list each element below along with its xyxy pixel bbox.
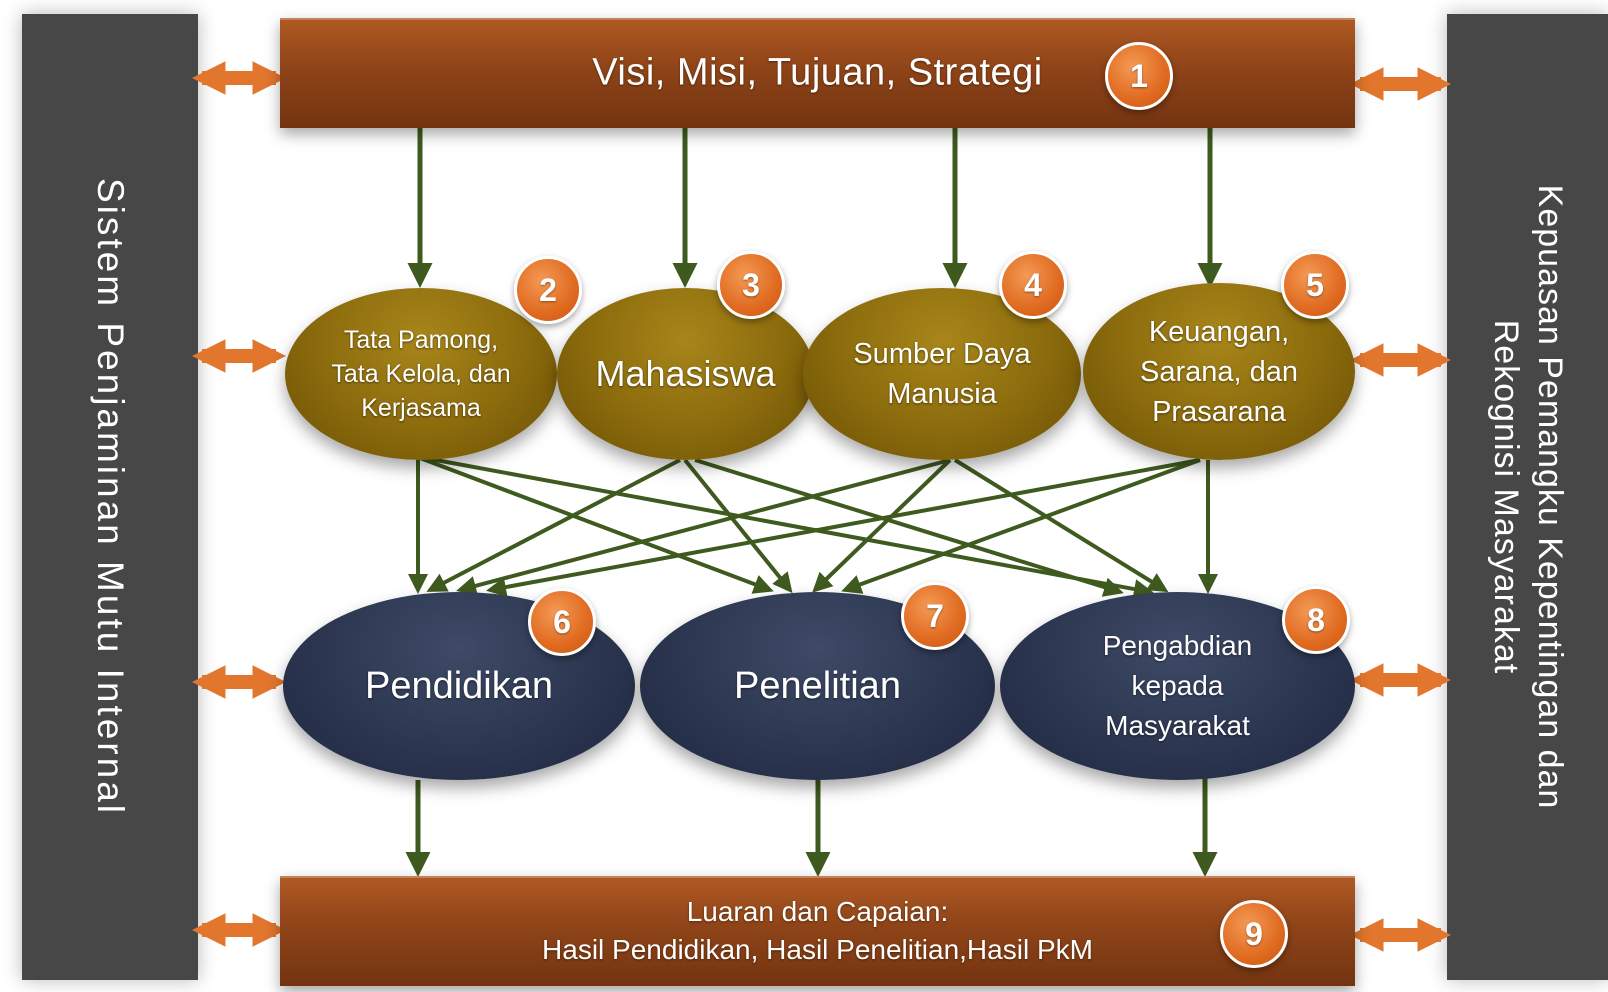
badge-5: 5 bbox=[1281, 251, 1349, 319]
badge-4: 4 bbox=[999, 251, 1067, 319]
badge-3: 3 bbox=[717, 251, 785, 319]
output-banner: Luaran dan Capaian: Hasil Pendidikan, Ha… bbox=[280, 876, 1355, 986]
node-research-label: Penelitian bbox=[734, 665, 901, 708]
node-community-service-label: Pengabdian kepada Masyarakat bbox=[1103, 626, 1252, 746]
node-finance-line-2: Sarana, dan bbox=[1139, 355, 1298, 388]
badge-7: 7 bbox=[901, 582, 969, 650]
node-finance-line-1: Keuangan, bbox=[1148, 315, 1290, 348]
output-banner-line-1: Luaran dan Capaian: bbox=[686, 896, 949, 927]
node-community-service-line-2: kepada bbox=[1131, 670, 1224, 701]
node-governance-line-1: Tata Pamong, bbox=[343, 326, 499, 354]
arrow-5-to-7 bbox=[841, 458, 1201, 594]
arrow-3-to-7 bbox=[683, 458, 793, 594]
node-governance: Tata Pamong, Tata Kelola, dan Kerjasama bbox=[285, 288, 557, 460]
vision-banner: Visi, Misi, Tujuan, Strategi 1 bbox=[280, 18, 1355, 128]
arrow-4-to-6 bbox=[456, 458, 951, 596]
node-community-service-line-3: Masyarakat bbox=[1105, 710, 1250, 741]
badge-9: 9 bbox=[1220, 900, 1288, 968]
node-education: Pendidikan bbox=[283, 592, 635, 780]
badge-6: 6 bbox=[528, 588, 596, 656]
output-banner-line-2: Hasil Pendidikan, Hasil Penelitian,Hasil… bbox=[542, 934, 1093, 965]
node-finance-line-3: Prasarana bbox=[1152, 395, 1286, 428]
node-students-line-1: Mahasiswa bbox=[595, 353, 776, 394]
output-banner-text: Luaran dan Capaian: Hasil Pendidikan, Ha… bbox=[280, 893, 1355, 969]
node-education-label: Pendidikan bbox=[365, 665, 553, 708]
arrow-3-to-8 bbox=[694, 458, 1124, 597]
arrow-4-to-7 bbox=[812, 458, 952, 593]
node-governance-line-2: Tata Kelola, dan bbox=[331, 360, 511, 388]
left-side-bar: Sistem Penjaminan Mutu Internal bbox=[22, 14, 198, 980]
node-students-label: Mahasiswa bbox=[595, 353, 775, 395]
node-human-resources-line-2: Manusia bbox=[887, 378, 997, 410]
node-human-resources-line-1: Sumber Daya bbox=[853, 338, 1031, 370]
node-students: Mahasiswa bbox=[557, 288, 814, 460]
badge-1: 1 bbox=[1105, 42, 1173, 110]
badge-8: 8 bbox=[1282, 586, 1350, 654]
node-education-line-1: Pendidikan bbox=[364, 664, 554, 707]
node-research-line-1: Penelitian bbox=[734, 664, 901, 707]
node-human-resources-label: Sumber Daya Manusia bbox=[853, 334, 1030, 414]
arrow-2-to-7 bbox=[419, 456, 774, 594]
arrow-5-to-6 bbox=[486, 458, 1201, 597]
node-governance-line-3: Kerjasama bbox=[361, 394, 481, 422]
arrow-3-to-6 bbox=[426, 458, 681, 592]
right-side-bar: Kepuasan Pemangku Kepentingan dan Rekogn… bbox=[1447, 14, 1608, 980]
node-community-service-line-1: Pengabdian bbox=[1102, 630, 1253, 661]
arrow-4-to-8 bbox=[953, 458, 1169, 593]
vision-banner-title: Visi, Misi, Tujuan, Strategi bbox=[592, 51, 1043, 94]
badge-2: 2 bbox=[514, 256, 582, 324]
node-finance-label: Keuangan, Sarana, dan Prasarana bbox=[1140, 312, 1298, 432]
arrow-2-to-8 bbox=[424, 456, 1154, 599]
node-governance-label: Tata Pamong, Tata Kelola, dan Kerjasama bbox=[331, 323, 510, 425]
